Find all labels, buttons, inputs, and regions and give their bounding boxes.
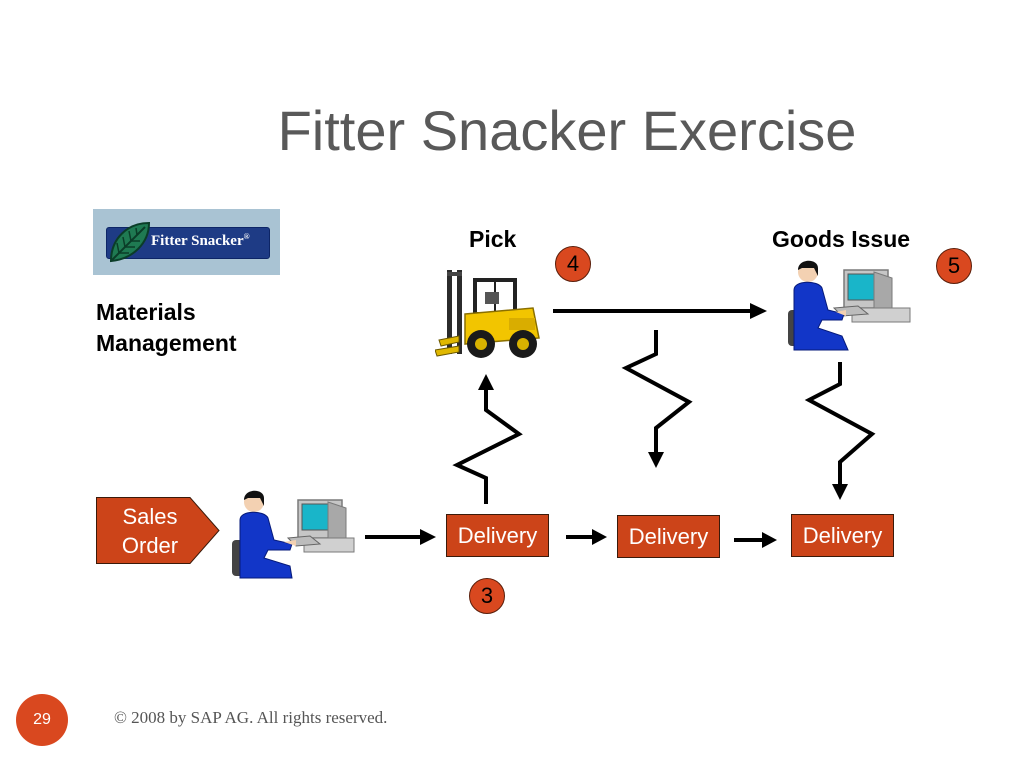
step-number-5: 5 — [936, 248, 972, 284]
step-number-3: 3 — [469, 578, 505, 614]
lightning-pick-to-delivery-2 — [621, 330, 693, 468]
sales-order-line2: Order — [121, 533, 179, 558]
goods-issue-label: Goods Issue — [772, 226, 911, 252]
arrow-to-delivery-1 — [365, 529, 436, 545]
arrow-delivery-1-to-2 — [566, 529, 607, 545]
delivery-box-1: Delivery — [446, 514, 549, 557]
module-label: Materials Management — [96, 297, 237, 359]
step-number-4: 4 — [555, 246, 591, 282]
delivery-box-2: Delivery — [617, 515, 720, 558]
sales-order-line1: Sales — [122, 504, 178, 529]
arrow-pick-to-goods-issue — [553, 303, 767, 319]
forklift-icon — [435, 270, 540, 358]
module-label-line1: Materials — [96, 299, 196, 325]
pentagon-arrow-shape — [96, 497, 220, 564]
sales-order-label: Sales Order — [96, 502, 204, 560]
worker-at-computer-icon — [232, 490, 355, 579]
worker-at-computer-icon-goods-issue — [788, 260, 911, 351]
page-number-badge: 29 — [16, 694, 68, 746]
lightning-delivery-to-pick — [452, 374, 523, 504]
company-logo: Fitter Snacker® — [93, 209, 280, 275]
sales-order-shape: Sales Order — [96, 497, 220, 564]
delivery-box-3: Delivery — [791, 514, 894, 557]
arrow-delivery-2-to-3 — [734, 532, 777, 548]
logo-text: Fitter Snacker® — [151, 232, 250, 249]
leaf-icon — [109, 221, 151, 263]
lightning-goods-issue-to-delivery-3 — [804, 362, 876, 500]
pick-label: Pick — [469, 226, 517, 252]
copyright-notice: © 2008 by SAP AG. All rights reserved. — [114, 708, 388, 727]
module-label-line2: Management — [96, 330, 237, 356]
page-title: Fitter Snacker Exercise — [277, 99, 857, 162]
